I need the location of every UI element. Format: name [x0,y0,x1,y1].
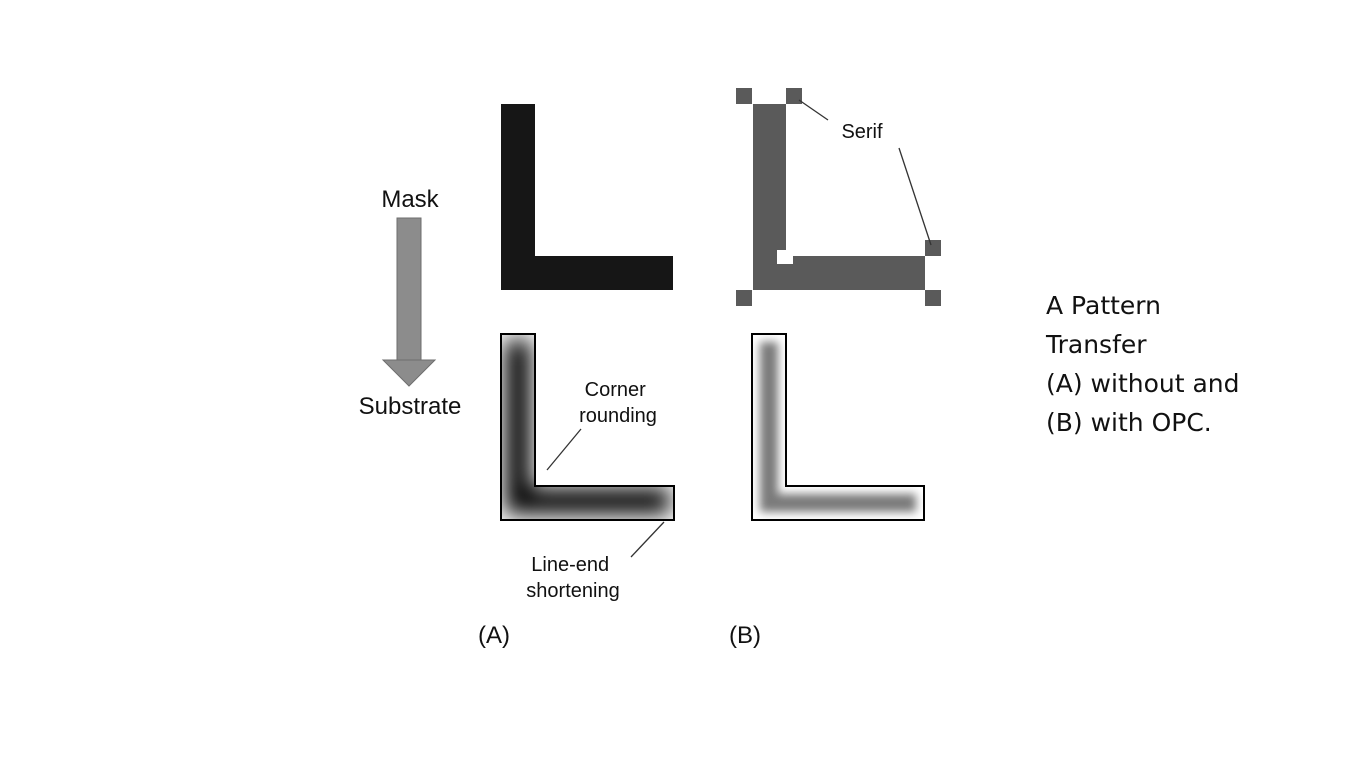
printed-pattern-b [751,333,925,521]
opc-mask-shape-b [736,88,941,306]
caption-line: A Pattern [1046,291,1161,320]
panel-b-label: (B) [729,622,761,649]
figure-caption: A Pattern Transfer (A) without and (B) w… [1046,286,1306,442]
mask-to-substrate-arrow [381,217,437,387]
line-end-shortening-label: Line-end shortening [526,554,619,602]
caption-line: (A) without and [1046,369,1240,398]
serif-top-left [736,88,752,104]
line-end-shortening-leader-line [630,521,665,558]
corner-rounding-leader-line [546,428,582,471]
caption-line: (B) with OPC. [1046,408,1212,437]
caption-line: Transfer [1046,330,1147,359]
panel-a-label: (A) [478,622,510,649]
substrate-label: Substrate [359,393,462,420]
mask-l-shape-a [501,104,673,290]
serif-leader-line-1 [798,99,829,121]
serif-bottom-left [736,290,752,306]
serif-bottom-right [925,290,941,306]
serif-top-right [786,88,802,104]
serif-label: Serif [841,121,883,143]
mask-label: Mask [381,186,439,213]
corner-rounding-label: Corner rounding [579,379,657,427]
serif-leader-line-2 [898,147,932,246]
printed-pattern-a [500,333,675,521]
serif-inner-right [925,240,941,256]
